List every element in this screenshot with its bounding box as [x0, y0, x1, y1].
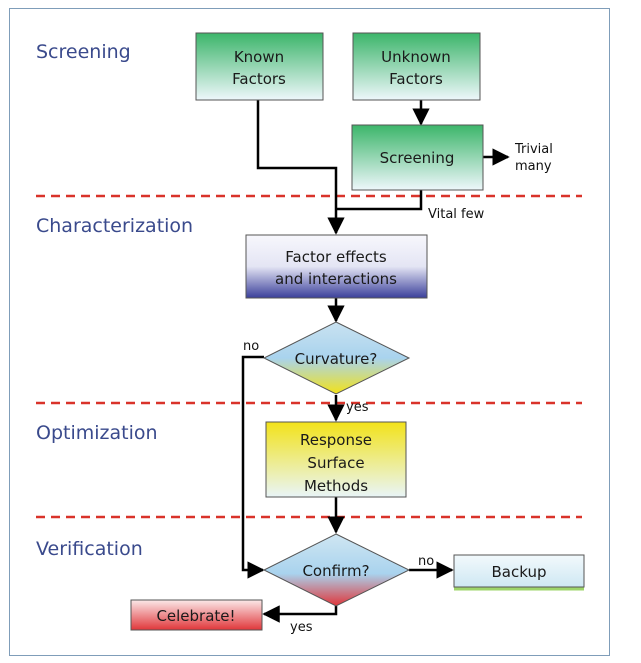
- curvature-label: Curvature?: [295, 350, 378, 368]
- unknown-factors-line2: Factors: [389, 70, 443, 88]
- known-factors-line1: Known: [234, 48, 284, 66]
- trivial-many-line2: many: [515, 159, 552, 174]
- phase-label-verification: Verification: [36, 538, 143, 560]
- connectors: [241, 100, 510, 623]
- vital-few-label: Vital few: [428, 207, 485, 222]
- node-celebrate: Celebrate!: [130, 599, 263, 631]
- confirm-yes-label: yes: [290, 620, 313, 635]
- screening-label: Screening: [380, 149, 455, 167]
- node-response-surface-methods: Response Surface Methods: [265, 421, 407, 498]
- node-curvature: Curvature?: [262, 321, 411, 395]
- confirm-no-label: no: [418, 554, 434, 569]
- curvature-no-label: no: [243, 339, 259, 354]
- curvature-yes-label: yes: [346, 400, 369, 415]
- node-confirm: Confirm?: [262, 533, 411, 607]
- connector-confirm-to-celebrate: [262, 605, 338, 623]
- node-screening: Screening: [351, 124, 484, 191]
- connector-curvature-no-to-confirm: [241, 355, 265, 579]
- connector-known-to-effects: [256, 100, 345, 235]
- rsm-line2: Surface: [307, 454, 364, 472]
- known-factors-line2: Factors: [232, 70, 286, 88]
- node-backup: Backup: [453, 554, 585, 591]
- rsm-line3: Methods: [304, 477, 368, 495]
- unknown-factors-line1: Unknown: [381, 48, 451, 66]
- factor-effects-line2: and interactions: [275, 270, 397, 288]
- rsm-line1: Response: [300, 431, 372, 449]
- confirm-label: Confirm?: [302, 562, 369, 580]
- trivial-many-line1: Trivial: [514, 142, 553, 157]
- phase-label-characterization: Characterization: [36, 215, 193, 237]
- node-known-factors: Known Factors: [195, 32, 324, 101]
- phase-label-optimization: Optimization: [36, 422, 158, 444]
- node-factor-effects: Factor effects and interactions: [245, 234, 428, 299]
- phase-dividers: [36, 194, 582, 519]
- node-unknown-factors: Unknown Factors: [352, 32, 481, 101]
- connector-screening-vital-few: [336, 190, 423, 211]
- celebrate-label: Celebrate!: [156, 607, 235, 625]
- backup-label: Backup: [492, 563, 547, 581]
- phase-label-screening: Screening: [36, 41, 131, 63]
- factor-effects-line1: Factor effects: [285, 248, 387, 266]
